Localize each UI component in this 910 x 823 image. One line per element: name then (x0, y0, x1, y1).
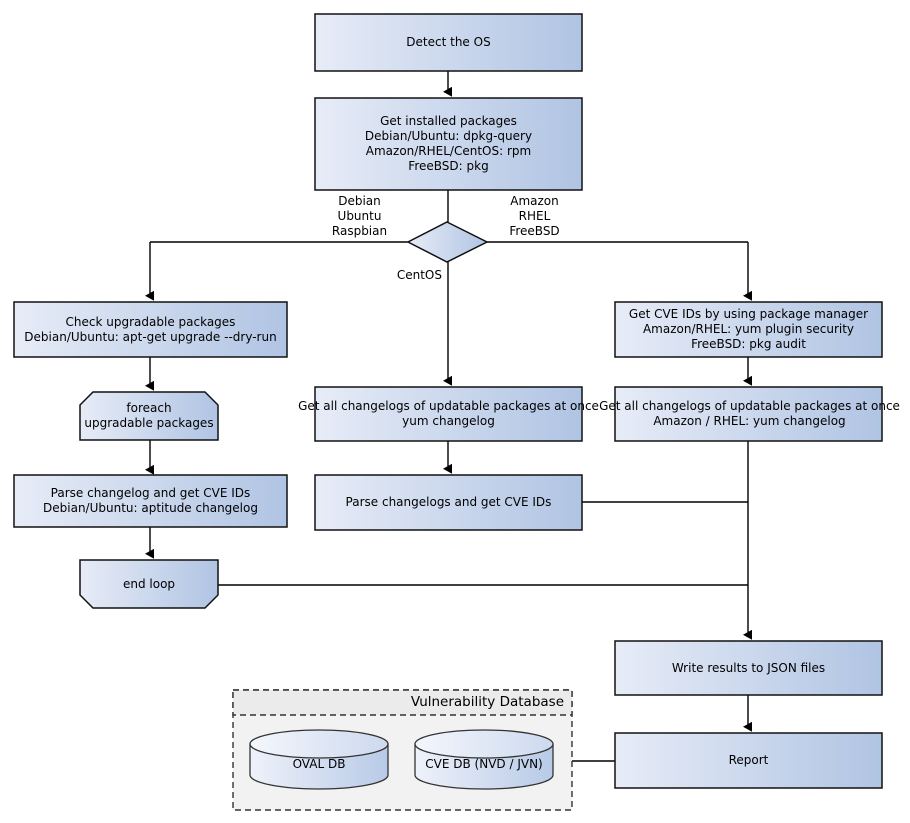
connector-group (145, 71, 752, 762)
database-cylinder-cve (414, 729, 554, 790)
node-check-upgradable-packages[interactable] (13, 301, 288, 358)
right-branch-line-3: FreeBSD (509, 224, 560, 238)
node-get-changelogs-amazon[interactable] (614, 386, 883, 442)
left-branch-line-1: Debian (338, 194, 381, 208)
node-os-decision[interactable] (406, 221, 489, 263)
node-get-installed-packages[interactable] (314, 97, 583, 191)
node-get-changelogs-centos[interactable] (314, 386, 583, 442)
edge-label-centos-branch: CentOS (396, 268, 442, 282)
node-parse-changelogs-centos[interactable] (314, 474, 583, 531)
node-detect-os[interactable] (314, 13, 583, 72)
node-end-loop[interactable] (79, 559, 219, 609)
node-foreach-upgradable-packages[interactable] (79, 391, 219, 441)
node-parse-changelog-debian[interactable] (13, 474, 288, 528)
left-branch-line-3: Raspbian (331, 224, 388, 238)
node-report[interactable] (614, 732, 883, 789)
edge-label-right-branch: Amazon RHEL FreeBSD (492, 194, 577, 239)
edge-label-left-branch: Debian Ubuntu Raspbian (317, 194, 402, 239)
node-write-results-json[interactable] (614, 640, 883, 696)
right-branch-line-2: RHEL (518, 209, 551, 223)
group-header (232, 689, 573, 716)
node-get-cve-ids-package-manager[interactable] (614, 301, 883, 358)
right-branch-line-1: Amazon (510, 194, 559, 208)
database-cylinder-oval (249, 729, 389, 790)
vulnerability-database-title: Vulnerability Database (410, 694, 564, 710)
vulnerability-database-group (232, 689, 573, 811)
left-branch-line-2: Ubuntu (337, 209, 382, 223)
